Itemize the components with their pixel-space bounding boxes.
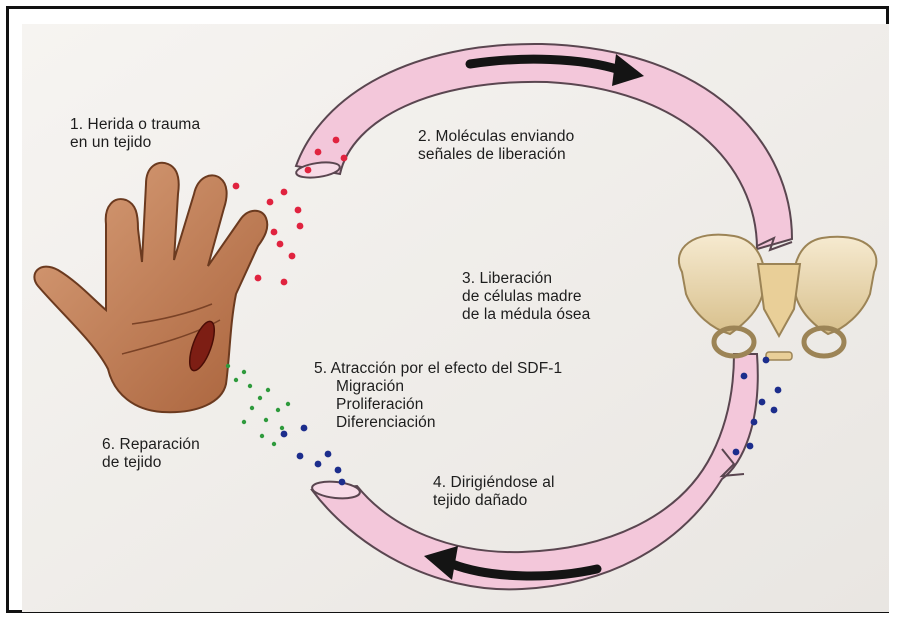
stem-cell-dot xyxy=(315,461,322,468)
step-5-line-3: Proliferación xyxy=(314,396,562,414)
step-1-label: 1. Herida o trauma en un tejido xyxy=(70,116,200,152)
repair-dot xyxy=(286,402,290,406)
diagram: 1. Herida o trauma en un tejido 2. Moléc… xyxy=(22,24,889,612)
diagram-graphic xyxy=(22,24,889,612)
step-6-label: 6. Reparación de tejido xyxy=(102,436,200,472)
repair-dot xyxy=(242,370,246,374)
repair-dot xyxy=(250,406,254,410)
step-1-line-1: 1. Herida o trauma xyxy=(70,116,200,134)
step-3-line-2: de células madre xyxy=(462,288,590,306)
signal-dot xyxy=(233,183,240,190)
stem-cell-dot xyxy=(747,443,754,450)
stem-cell-dot xyxy=(751,419,758,426)
step-2-line-2: señales de liberación xyxy=(418,146,574,164)
signal-dot xyxy=(333,137,340,144)
signal-dot xyxy=(295,207,302,214)
signal-dot xyxy=(305,167,312,174)
step-3-label: 3. Liberación de células madre de la méd… xyxy=(462,270,590,324)
step-4-line-1: 4. Dirigiéndose al xyxy=(433,474,555,492)
repair-dot xyxy=(276,408,280,412)
repair-dot xyxy=(260,434,264,438)
repair-dot xyxy=(280,426,284,430)
repair-dot xyxy=(272,442,276,446)
repair-dot xyxy=(242,420,246,424)
step-5-line-4: Diferenciación xyxy=(314,414,562,432)
step-2-line-1: 2. Moléculas enviando xyxy=(418,128,574,146)
repair-dot xyxy=(248,384,252,388)
stem-cell-dot xyxy=(339,479,346,486)
stem-cell-dot xyxy=(297,453,304,460)
signal-dot xyxy=(297,223,304,230)
stem-cell-dot xyxy=(733,449,740,456)
step-3-line-1: 3. Liberación xyxy=(462,270,590,288)
signal-dot xyxy=(281,279,288,286)
step-6-line-2: de tejido xyxy=(102,454,200,472)
signal-dot xyxy=(267,199,274,206)
signal-dot xyxy=(277,241,284,248)
step-4-label: 4. Dirigiéndose al tejido dañado xyxy=(433,474,555,510)
stem-cell-dot xyxy=(741,373,748,380)
stem-cell-dot xyxy=(325,451,332,458)
signal-dot xyxy=(341,155,348,162)
signal-dot xyxy=(315,149,322,156)
repair-dot xyxy=(266,388,270,392)
repair-dot xyxy=(234,378,238,382)
signal-dot xyxy=(271,229,278,236)
step-4-line-2: tejido dañado xyxy=(433,492,555,510)
step-3-line-3: de la médula ósea xyxy=(462,306,590,324)
step-1-line-2: en un tejido xyxy=(70,134,200,152)
step-2-label: 2. Moléculas enviando señales de liberac… xyxy=(418,128,574,164)
step-5-label: 5. Atracción por el efecto del SDF-1 Mig… xyxy=(314,360,562,432)
step-5-line-2: Migración xyxy=(314,378,562,396)
stem-cell-dot xyxy=(763,357,770,364)
step-5-line-1: 5. Atracción por el efecto del SDF-1 xyxy=(314,360,562,378)
stem-cell-dot xyxy=(759,399,766,406)
signal-dot xyxy=(289,253,296,260)
signal-dot xyxy=(281,189,288,196)
repair-dot xyxy=(258,396,262,400)
stem-cell-dot xyxy=(301,425,308,432)
stem-cell-dot xyxy=(771,407,778,414)
step-6-line-1: 6. Reparación xyxy=(102,436,200,454)
signal-dot xyxy=(255,275,262,282)
stem-cell-dot xyxy=(775,387,782,394)
stem-cell-dot xyxy=(335,467,342,474)
repair-dot xyxy=(226,364,230,368)
repair-dot xyxy=(264,418,268,422)
stem-cell-dot xyxy=(281,431,288,438)
